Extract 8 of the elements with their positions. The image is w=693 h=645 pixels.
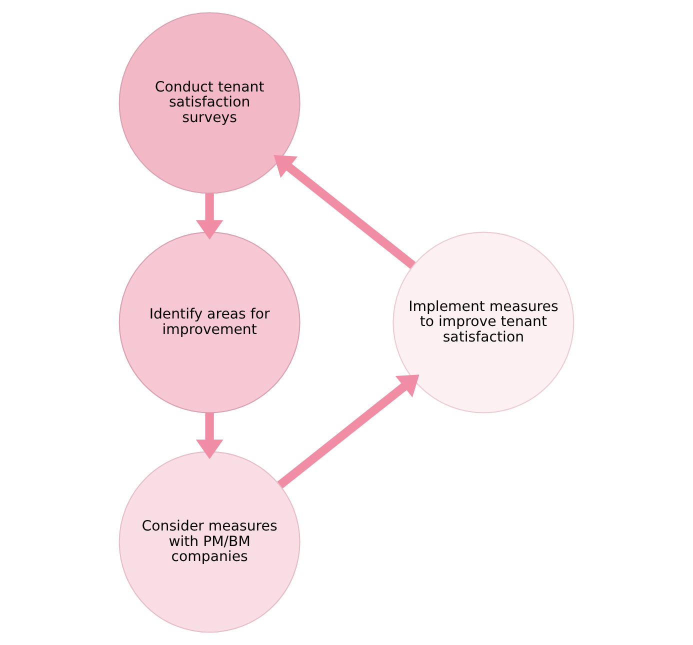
node-circle: Identify areas for improvement	[118, 232, 300, 414]
arrow	[274, 155, 416, 269]
node-circle: Implement measures to improve tenant satisfaction	[392, 232, 574, 414]
arrow	[277, 374, 420, 488]
node-circle: Conduct tenant satisfaction surveys	[118, 12, 300, 194]
arrow	[196, 412, 224, 460]
arrow	[196, 193, 224, 240]
node-circle: Consider measures with PM/BM companies	[118, 451, 300, 633]
